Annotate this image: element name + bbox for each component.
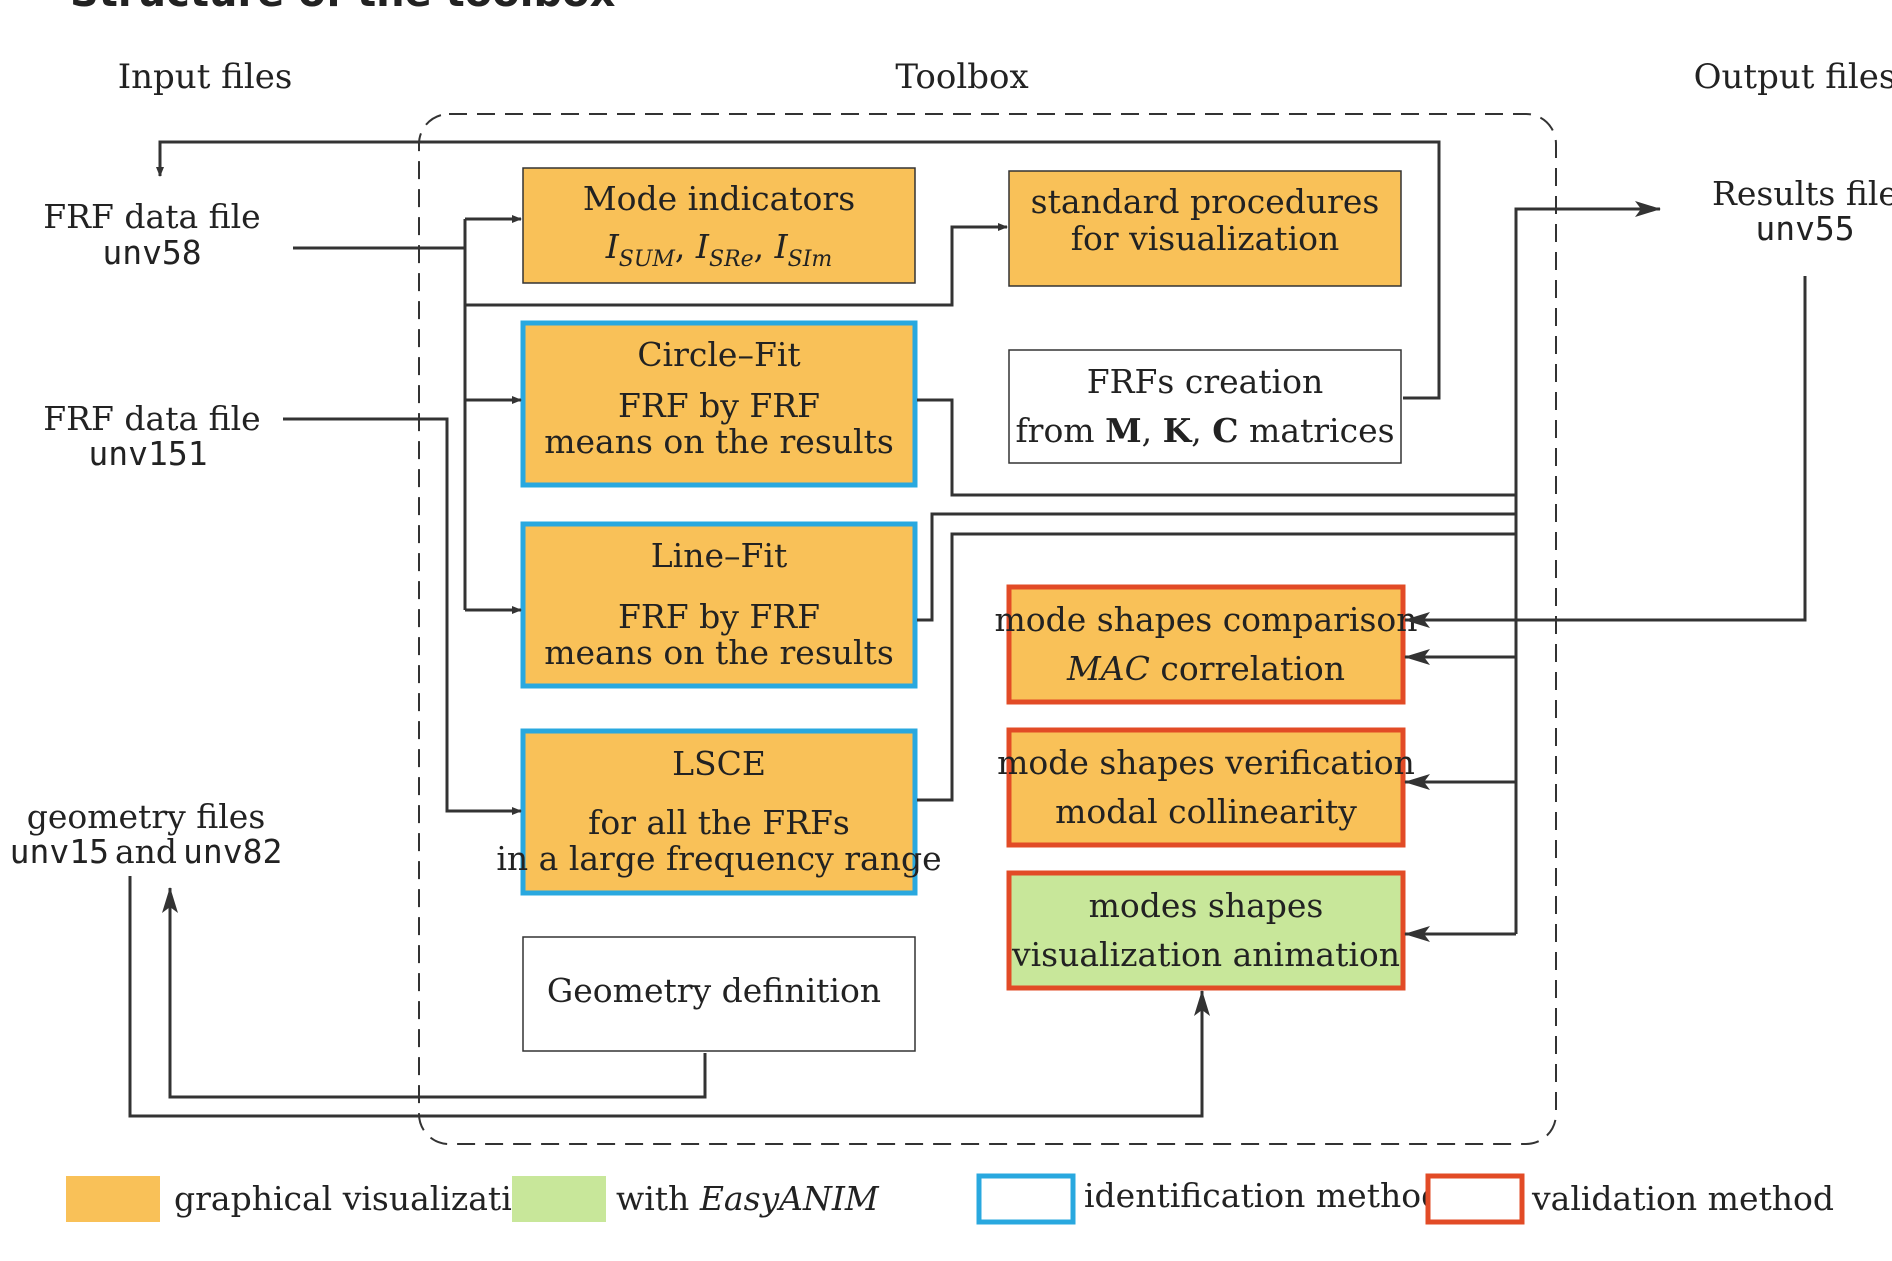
arrow-geometry-files-to-animation [128,876,1210,1118]
svg-text:Results file: Results file [1712,174,1892,213]
geometry-definition-title: Geometry definition [547,971,881,1010]
legend-swatch-graphical [66,1176,160,1222]
frfs-creation-box[interactable]: FRFs creation from M, K, C matrices [1008,349,1402,464]
arrow-results-to-mode-comparison [1404,276,1807,628]
lsce-line1: for all the FRFs [588,803,850,842]
legend-label-identification: identification method [1084,1176,1442,1215]
connector-lsce-out [917,532,1516,802]
circle-fit-line2: means on the results [544,422,894,461]
mode-verification-line2: modal collinearity [1055,792,1357,831]
mode-indicators-title: Mode indicators [583,179,855,218]
legend: graphical visualization with EasyANIM id… [66,1173,1834,1225]
frfs-creation-line1: FRFs creation [1087,362,1323,401]
connector-unv58-bus [293,246,467,600]
svg-text:geometry files: geometry files [27,797,266,836]
lsce-box[interactable]: LSCE for all the FRFs in a large frequen… [496,728,942,896]
mode-indicators-box[interactable]: Mode indicators ISUM, ISRe, ISIm [522,167,916,284]
circle-fit-title: Circle–Fit [637,335,800,374]
arrow-unv151-to-lsce [283,417,522,815]
input-frf-unv151: FRF data file unv151 [43,399,260,473]
standard-procedures-line1: standard procedures [1031,182,1380,221]
legend-label-validation: validation method [1531,1179,1834,1218]
modes-animation-line2: visualization animation [1011,935,1400,974]
toolbox-frame [418,113,1557,1145]
svg-text:unv151: unv151 [88,434,207,473]
modes-animation-box[interactable]: modes shapes visualization animation [1006,870,1406,991]
svg-text:FRF data file: FRF data file [43,197,260,236]
circle-fit-line1: FRF by FRF [618,386,820,425]
legend-label-graphical: graphical visualization [174,1179,553,1218]
column-header-output: Output files [1694,57,1892,97]
modes-animation-line1: modes shapes [1089,886,1324,925]
lsce-title: LSCE [672,744,766,783]
mode-verification-line1: mode shapes verification [997,743,1415,782]
arrow-geometry-definition-to-files [162,887,707,1099]
column-header-toolbox: Toolbox [895,57,1028,97]
legend-label-easyanim: with EasyANIM [616,1179,880,1218]
svg-text:FRF data file: FRF data file [43,399,260,438]
standard-procedures-box[interactable]: standard procedures for visualization [1008,170,1402,287]
svg-text:unv55: unv55 [1755,209,1854,248]
column-header-input: Input files [118,57,293,97]
line-fit-title: Line–Fit [651,536,787,575]
mode-comparison-line2: MAC correlation [1066,649,1345,688]
output-results-file: Results file unv55 [1712,174,1892,248]
lsce-line2: in a large frequency range [496,839,941,878]
circle-fit-box[interactable]: Circle–Fit FRF by FRF means on the resul… [520,320,918,488]
line-fit-line2: means on the results [544,633,894,672]
legend-swatch-easyanim [512,1176,606,1222]
arrow-to-results-file [1514,201,1661,534]
mode-comparison-line1: mode shapes comparison [994,600,1417,639]
arrow-frfs-creation-to-unv58 [156,140,1441,400]
arrow-to-standard-procedures [465,223,1008,307]
geometry-definition-box[interactable]: Geometry definition [522,936,916,1052]
page-title: Structure of the toolbox [70,0,616,16]
line-fit-box[interactable]: Line–Fit FRF by FRF means on the results [520,521,918,689]
connector-line-fit-out [917,512,1516,622]
legend-swatch-validation [1425,1173,1525,1225]
mode-verification-box[interactable]: mode shapes verification modal collinear… [997,727,1415,848]
input-frf-unv58: FRF data file unv58 [43,197,260,272]
standard-procedures-line2: for visualization [1071,219,1340,258]
connector-circle-fit-out [917,398,1516,497]
legend-swatch-identification [976,1173,1076,1225]
mode-comparison-box[interactable]: mode shapes comparison MAC correlation [994,584,1418,705]
line-fit-line1: FRF by FRF [618,597,820,636]
mode-indicators-formula: ISUM, ISRe, ISIm [605,227,833,272]
svg-text:unv58: unv58 [102,233,201,272]
frfs-creation-line2: from M, K, C matrices [1015,411,1394,450]
